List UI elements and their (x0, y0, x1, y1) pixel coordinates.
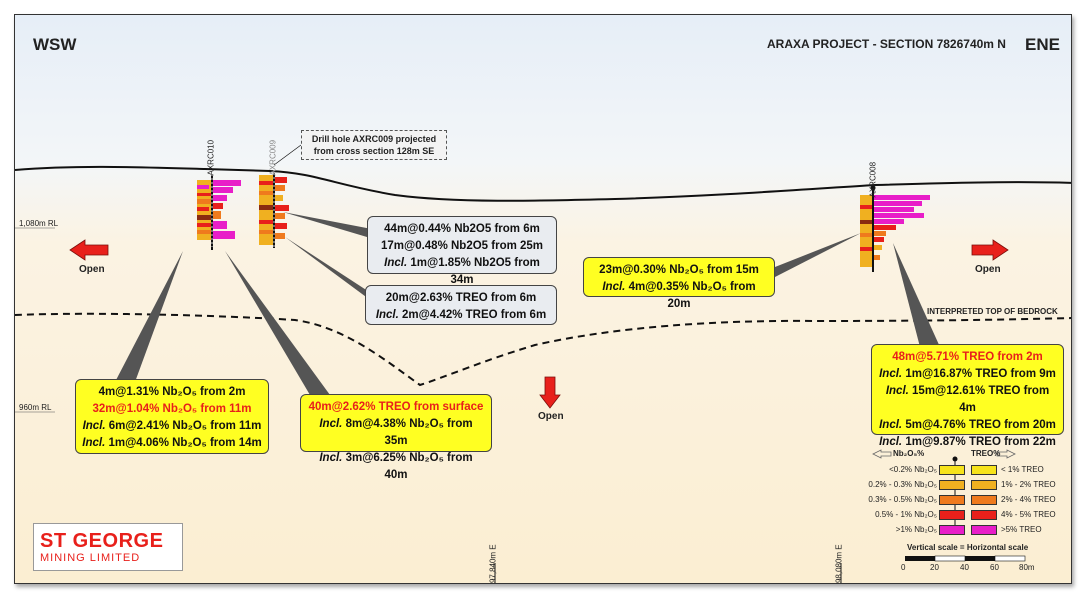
open-arrow-right (971, 239, 1009, 261)
legend-swatch-treo (971, 510, 997, 520)
hole-axrc010-log (197, 170, 241, 250)
c2-line1: 40m@2.62% TREO from surface (308, 401, 484, 413)
drill-hole-note: Drill hole AXRC009 projected from cross … (301, 130, 447, 160)
scale-bar (905, 555, 1026, 562)
callout-axrc008-nb: 23m@0.30% Nb₂O₅ from 15m Incl. 4m@0.35% … (583, 257, 775, 310)
company-logo: ST GEORGE MINING LIMITED (33, 523, 183, 571)
open-arrow-down (539, 376, 561, 409)
c4-line2: Incl. 2m@4.42% TREO from 6m (375, 309, 547, 321)
logo-line1: ST GEORGE (40, 530, 164, 552)
callout-axrc009-nb: 44m@0.44% Nb2O5 from 6m 17m@0.48% Nb2O5 … (367, 216, 557, 286)
legend-swatch-treo (971, 495, 997, 505)
pointer-c4 (285, 237, 377, 305)
legend-nb-label: 0.5% - 1% Nb₂O₅ (875, 510, 937, 519)
c1-line1: 4m@1.31% Nb₂O₅ from 2m (98, 386, 246, 398)
rl-upper-label: 1,080m RL (19, 219, 59, 228)
legend-treo-label: 2% - 4% TREO (1001, 495, 1056, 504)
scale-tick-80: 80m (1019, 563, 1035, 572)
legend-swatch-nb (939, 480, 965, 490)
legend-arrow-left (872, 449, 892, 459)
legend-arrow-right (996, 449, 1016, 459)
scale-tick-0: 0 (901, 563, 906, 572)
legend-nb-label: 0.2% - 0.3% Nb₂O₅ (868, 480, 937, 489)
c1-line3: Incl. 6m@2.41% Nb₂O₅ from 11m (82, 420, 262, 432)
open-label-left: Open (79, 264, 105, 275)
note-leader (273, 144, 302, 166)
section-drawing (15, 144, 1071, 583)
pointer-c3 (283, 212, 377, 240)
scale-tick-60: 60 (990, 563, 999, 572)
section-title: ARAXA PROJECT - SECTION 7826740m N (767, 37, 1006, 51)
hole-axrc009-log (259, 165, 289, 248)
drill-note-line1: Drill hole AXRC009 projected (311, 134, 437, 144)
pointer-c6 (893, 243, 940, 347)
c2-line2: Incl. 8m@4.38% Nb₂O₅ from 35m (319, 418, 473, 447)
scale-tick-20: 20 (930, 563, 939, 572)
open-label-right: Open (975, 264, 1001, 275)
bedrock-line (15, 312, 1071, 387)
legend-nb-label: <0.2% Nb₂O₅ (889, 465, 937, 474)
direction-west: WSW (33, 35, 77, 54)
legend-nb-label: >1% Nb₂O₅ (895, 525, 937, 534)
pointer-c1 (115, 251, 183, 382)
hole-label-axrc009: AXRC009 (268, 139, 278, 176)
legend-treo-label: < 1% TREO (1001, 465, 1044, 474)
open-arrow-left (69, 239, 109, 261)
legend-swatch-nb (939, 495, 965, 505)
c5-line1: 23m@0.30% Nb₂O₅ from 15m (599, 264, 759, 276)
legend-swatch-nb (939, 465, 965, 475)
cross-section-frame: WSW ENE ARAXA PROJECT - SECTION 7826740m… (14, 14, 1072, 584)
c6-line1: 48m@5.71% TREO from 2m (892, 351, 1043, 363)
pointer-c2 (225, 251, 330, 395)
c6-line4: Incl. 5m@4.76% TREO from 20m (879, 419, 1056, 431)
c4-line1: 20m@2.63% TREO from 6m (385, 292, 537, 304)
logo-line2: MINING LIMITED (40, 552, 141, 564)
legend-swatch-treo (971, 465, 997, 475)
callout-axrc008-treo: 48m@5.71% TREO from 2m Incl. 1m@16.87% T… (871, 344, 1064, 448)
easting-2: 298,080m E (834, 544, 844, 584)
legend-treo-label: >5% TREO (1001, 525, 1042, 534)
pointer-c5 (775, 233, 861, 277)
c2-line3: Incl. 3m@6.25% Nb₂O₅ from 40m (319, 452, 473, 481)
callout-axrc010-treo: 40m@2.62% TREO from surface Incl. 8m@4.3… (300, 394, 492, 481)
ground-surface (15, 165, 1071, 202)
open-label-down: Open (538, 411, 564, 422)
scale-tick-40: 40 (960, 563, 969, 572)
hole-axrc008-log (860, 185, 930, 272)
legend-swatch-nb (939, 510, 965, 520)
c3-line2: 17m@0.48% Nb2O5 from 25m (380, 240, 544, 252)
scale-title: Vertical scale = Horizontal scale (907, 543, 1029, 552)
rl-lower-label: 960m RL (19, 403, 52, 412)
c1-line4: Incl. 1m@4.06% Nb₂O₅ from 14m (82, 437, 262, 449)
callout-axrc009-treo: 20m@2.63% TREO from 6m Incl. 2m@4.42% TR… (365, 285, 557, 325)
callout-axrc010-nb: 4m@1.31% Nb₂O₅ from 2m 32m@1.04% Nb₂O₅ f… (75, 379, 269, 454)
direction-east: ENE (1025, 35, 1060, 54)
c1-line2: 32m@1.04% Nb₂O₅ from 11m (92, 403, 252, 415)
legend-swatch-treo (971, 525, 997, 535)
legend-nb-header: Nb₂O₅% (893, 449, 925, 458)
legend-swatch-treo (971, 480, 997, 490)
c6-line3: Incl. 15m@12.61% TREO from 4m (885, 385, 1050, 414)
legend-treo-header: TREO% (971, 449, 1001, 458)
hole-label-axrc008: AXRC008 (868, 161, 878, 198)
c3-line1: 44m@0.44% Nb2O5 from 6m (384, 223, 540, 235)
drill-note-line2: from cross section 128m SE (313, 146, 435, 156)
hole-label-axrc010: AXRC010 (206, 139, 216, 176)
legend-nb-label: 0.3% - 0.5% Nb₂O₅ (868, 495, 937, 504)
easting-1: 297,840m E (488, 544, 498, 584)
c3-line3: Incl. 1m@1.85% Nb2O5 from 34m (384, 257, 540, 286)
legend-swatch-nb (939, 525, 965, 535)
c5-line2: Incl. 4m@0.35% Nb₂O₅ from 20m (602, 281, 756, 310)
bedrock-label: INTERPRETED TOP OF BEDROCK (927, 307, 1058, 316)
c6-line5: Incl. 1m@9.87% TREO from 22m (879, 436, 1056, 448)
legend-treo-label: 1% - 2% TREO (1001, 480, 1056, 489)
legend-treo-label: 4% - 5% TREO (1001, 510, 1056, 519)
c6-line2: Incl. 1m@16.87% TREO from 9m (879, 368, 1056, 380)
